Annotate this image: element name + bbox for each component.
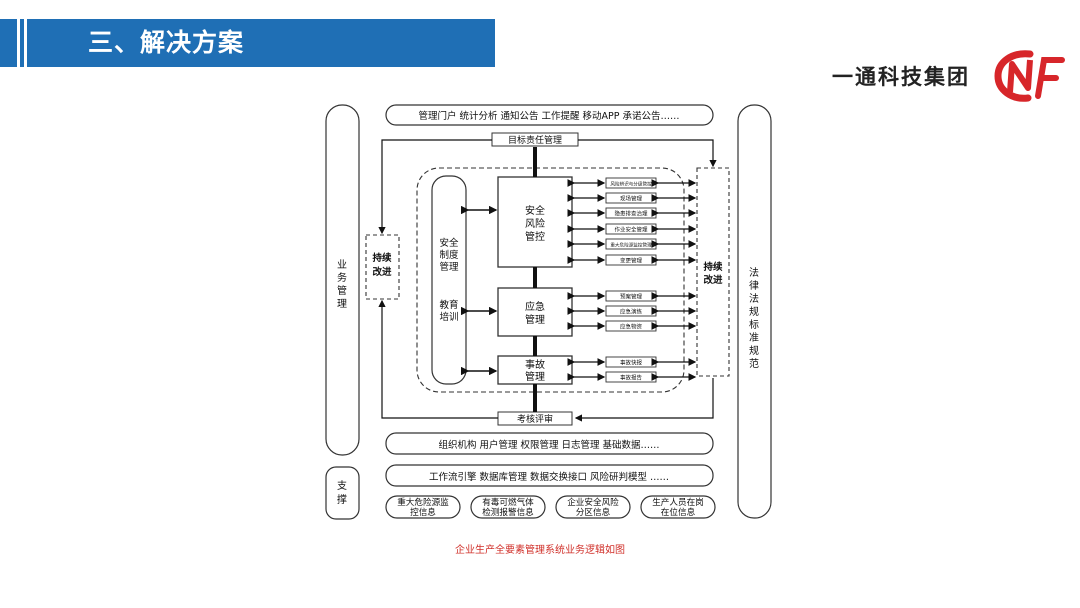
svg-text:规: 规 bbox=[749, 344, 759, 357]
feedback-loop bbox=[378, 139, 717, 422]
svg-text:理: 理 bbox=[337, 298, 347, 310]
svg-text:制度: 制度 bbox=[439, 249, 459, 261]
risk-item-label: 隐患排查治理 bbox=[614, 210, 648, 218]
svg-text:准: 准 bbox=[749, 332, 759, 344]
info-item-box bbox=[640, 495, 716, 519]
header-stripe bbox=[17, 19, 20, 67]
base-data-label: 组织机构 用户管理 权限管理 日志管理 基础数据…… bbox=[438, 439, 659, 451]
header-stripe bbox=[24, 19, 27, 67]
continuous-right-line-1: 持续 bbox=[703, 261, 723, 273]
vertical-connectors bbox=[533, 147, 537, 412]
emergency-item-label: 预案管理 bbox=[620, 293, 643, 301]
svg-text:管理: 管理 bbox=[525, 370, 545, 383]
risk-item-label: 变更管理 bbox=[620, 257, 643, 265]
continuous-left-line-2: 改进 bbox=[372, 266, 392, 278]
portal-bar bbox=[385, 104, 714, 126]
svg-text:管理: 管理 bbox=[525, 313, 545, 326]
support-column bbox=[325, 466, 360, 520]
svg-text:业: 业 bbox=[337, 259, 347, 271]
svg-text:教育: 教育 bbox=[439, 299, 458, 311]
info-item-box bbox=[385, 495, 461, 519]
base-data-bar bbox=[385, 432, 714, 455]
emergency-mgmt-box bbox=[497, 287, 573, 337]
info-item-label: 在位信息 bbox=[661, 506, 696, 518]
risk-item-label: 风险辨识与分级管控 bbox=[610, 181, 652, 188]
accident-mgmt-box bbox=[497, 355, 573, 385]
svg-text:法: 法 bbox=[749, 266, 759, 279]
risk-item-label: 现场管理 bbox=[620, 195, 643, 203]
svg-text:务: 务 bbox=[337, 271, 347, 284]
core-region bbox=[416, 167, 685, 393]
svg-text:安全: 安全 bbox=[525, 204, 545, 217]
info-item-label: 分区信息 bbox=[576, 506, 611, 518]
portal-bar-label: 管理门户 统计分析 通知公告 工作提醒 移动APP 承诺公告…… bbox=[418, 110, 679, 122]
info-item-label: 重大危险源监 bbox=[397, 496, 449, 508]
support-label: 支 撑 bbox=[337, 480, 347, 506]
business-mgmt-label: 业 务 管 理 bbox=[337, 259, 347, 310]
svg-text:撑: 撑 bbox=[337, 493, 347, 506]
svg-text:律: 律 bbox=[749, 279, 759, 292]
emergency-item-label: 应急物资 bbox=[620, 323, 643, 331]
svg-text:应急: 应急 bbox=[525, 300, 545, 313]
svg-text:标: 标 bbox=[749, 319, 759, 331]
page-title: 三、解决方案 bbox=[88, 28, 245, 57]
tech-bar bbox=[385, 464, 714, 487]
company-logo-icon bbox=[994, 50, 1065, 102]
continuous-improvement-left bbox=[365, 234, 400, 300]
continuous-right-line-2: 改进 bbox=[703, 274, 723, 286]
continuous-left-line-1: 持续 bbox=[372, 252, 392, 264]
svg-text:事故: 事故 bbox=[525, 358, 545, 371]
business-logic-diagram: 业 务 管 理 支 撑 法 律 法 规 标 准 规 范 管理门户 统计分析 通知… bbox=[325, 104, 772, 520]
risk-control-label: 安全 风险 管控 bbox=[525, 204, 545, 243]
system-mgmt-column bbox=[431, 175, 467, 385]
info-item-label: 生产人员在岗 bbox=[652, 496, 704, 508]
svg-text:安全: 安全 bbox=[439, 237, 459, 249]
risk-item-label: 作业安全管理 bbox=[614, 226, 648, 234]
accident-item-label: 事故快报 bbox=[620, 359, 643, 367]
info-item-label: 有毒可燃气体 bbox=[482, 496, 534, 508]
svg-text:管理: 管理 bbox=[439, 261, 459, 273]
svg-text:法: 法 bbox=[749, 292, 759, 305]
svg-text:风险: 风险 bbox=[525, 217, 545, 230]
company-name: 一通科技集团 bbox=[832, 65, 970, 89]
svg-text:支: 支 bbox=[337, 480, 347, 492]
regulations-column bbox=[737, 104, 772, 519]
accident-mgmt-label: 事故 管理 bbox=[525, 358, 545, 383]
info-item-box bbox=[470, 495, 546, 519]
svg-text:范: 范 bbox=[749, 357, 759, 370]
header-bar bbox=[0, 19, 495, 67]
system-mgmt-label: 安全 制度 管理 教育 培训 bbox=[439, 237, 459, 323]
svg-text:规: 规 bbox=[749, 305, 759, 318]
system-module-arrows bbox=[461, 205, 498, 376]
business-mgmt-column bbox=[325, 104, 360, 456]
svg-text:管: 管 bbox=[337, 284, 347, 297]
emergency-item-label: 应急演练 bbox=[620, 308, 643, 316]
accident-item-label: 事故报告 bbox=[620, 374, 643, 382]
tech-bar-label: 工作流引擎 数据库管理 数据交换接口 风险研判模型 …… bbox=[429, 471, 669, 483]
assessment-label: 考核评审 bbox=[517, 413, 553, 425]
svg-text:管控: 管控 bbox=[525, 230, 545, 243]
risk-item-label: 重大危险源监控管理 bbox=[610, 242, 652, 249]
emergency-mgmt-label: 应急 管理 bbox=[525, 300, 545, 326]
info-item-label: 企业安全风险 bbox=[567, 496, 619, 508]
info-item-box bbox=[555, 495, 631, 519]
diagram-caption: 企业生产全要素管理系统业务逻辑如图 bbox=[455, 545, 625, 556]
info-item-label: 控信息 bbox=[410, 506, 436, 518]
svg-text:培训: 培训 bbox=[439, 311, 458, 323]
continuous-improvement-right bbox=[696, 167, 730, 377]
target-mgmt-label: 目标责任管理 bbox=[508, 134, 562, 146]
regulations-label: 法 律 法 规 标 准 规 范 bbox=[749, 266, 759, 370]
info-item-label: 检测报警信息 bbox=[482, 506, 534, 518]
